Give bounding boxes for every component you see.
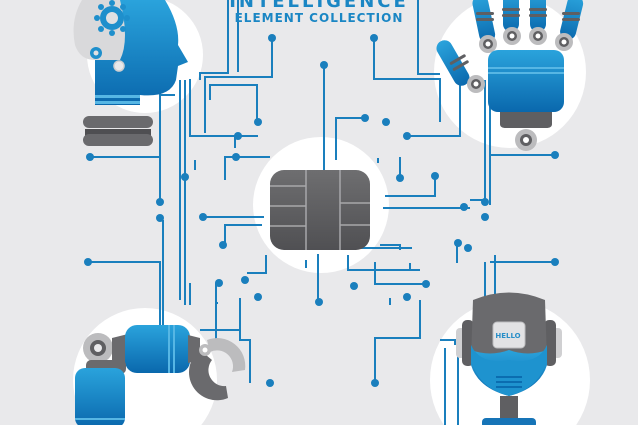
page-subtitle: ELEMENT COLLECTION bbox=[234, 11, 404, 25]
circuit-nodes bbox=[84, 34, 559, 387]
robotic-arm-icon bbox=[75, 325, 246, 425]
microchip-icon bbox=[270, 170, 370, 250]
robot-head-lightbulb-icon bbox=[73, 0, 188, 146]
robot-face-icon bbox=[456, 292, 562, 425]
robotic-hand-icon bbox=[436, 0, 584, 151]
robot-screen-text: HELLO bbox=[495, 332, 521, 340]
page-title: INTELLIGENCE bbox=[229, 0, 409, 12]
